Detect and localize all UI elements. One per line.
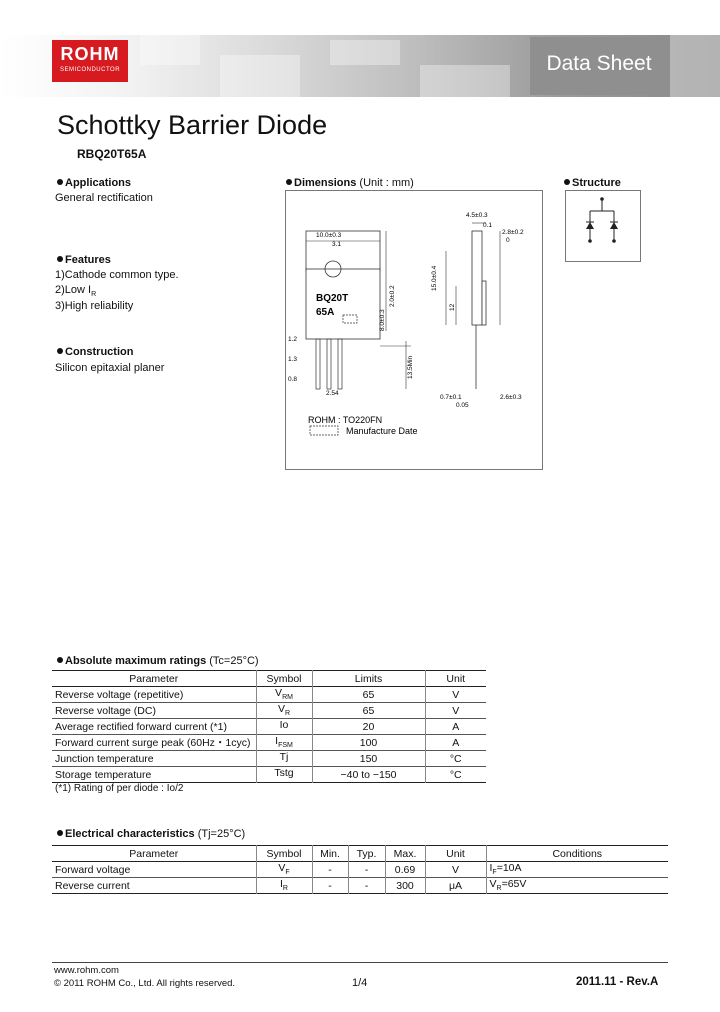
bullet-icon: [57, 256, 63, 262]
bullet-icon: [564, 179, 570, 185]
feature-item: 2)Low IR: [55, 284, 97, 299]
applications-text: General rectification: [55, 192, 153, 204]
feature-item: 1)Cathode common type.: [55, 269, 179, 281]
footer-url: www.rohm.com: [54, 965, 119, 976]
marking-line1: BQ20T: [316, 293, 348, 304]
construction-text: Silicon epitaxial planer: [55, 362, 165, 374]
abs-max-note: (*1) Rating of per diode : Io/2: [55, 783, 184, 794]
marking-line2: 65A: [316, 307, 334, 318]
applications-heading: Applications: [57, 177, 131, 189]
svg-text:2.0±0.2: 2.0±0.2: [389, 285, 396, 307]
svg-text:2.8±0.2: 2.8±0.2: [502, 229, 524, 236]
construction-heading: Construction: [57, 346, 133, 358]
svg-text:2.54: 2.54: [326, 390, 339, 397]
bullet-icon: [57, 657, 63, 663]
bullet-icon: [57, 179, 63, 185]
abs-max-heading: Absolute maximum ratings (Tc=25°C): [57, 655, 259, 667]
footer-divider: [52, 962, 668, 963]
dimensions-heading: Dimensions (Unit : mm): [286, 177, 414, 189]
svg-text:0.7±0.1: 0.7±0.1: [440, 394, 462, 401]
manufacture-date-label: Manufacture Date: [346, 426, 418, 436]
part-number: RBQ20T65A: [77, 147, 147, 161]
svg-text:0.8: 0.8: [288, 376, 297, 383]
svg-text:1.3: 1.3: [288, 356, 297, 363]
rohm-logo: ROHM SEMICONDUCTOR: [52, 40, 128, 82]
diode-schematic: [586, 197, 618, 243]
dimensions-drawing-box: BQ20T 65A 10.0±0.3 3.1 4.5±0.3 0.1 2.8±0…: [285, 190, 543, 470]
package-outline-drawing: BQ20T 65A 10.0±0.3 3.1 4.5±0.3 0.1 2.8±0…: [288, 212, 524, 436]
feature-item: 3)High reliability: [55, 300, 134, 312]
svg-text:12: 12: [449, 303, 456, 311]
elec-heading: Electrical characteristics (Tj=25°C): [57, 828, 245, 840]
page-number: 1/4: [352, 977, 368, 989]
svg-text:2.6±0.3: 2.6±0.3: [500, 394, 522, 401]
features-heading: Features: [57, 254, 111, 266]
logo-main-text: ROHM: [60, 44, 120, 64]
package-label: ROHM : TO220FN: [308, 415, 382, 425]
svg-text:0.05: 0.05: [456, 402, 469, 409]
svg-text:15.0±0.4: 15.0±0.4: [431, 265, 438, 291]
structure-diagram-box: [565, 190, 641, 262]
svg-text:0.1: 0.1: [483, 222, 492, 229]
revision: 2011.11 - Rev.A: [576, 976, 659, 988]
doc-type-label: Data Sheet: [546, 52, 652, 75]
bullet-icon: [57, 348, 63, 354]
structure-heading: Structure: [564, 177, 621, 189]
footer-copyright: © 2011 ROHM Co., Ltd. All rights reserve…: [54, 978, 236, 989]
svg-text:10.0±0.3: 10.0±0.3: [316, 232, 342, 239]
logo-sub-text: SEMICONDUCTOR: [59, 67, 121, 73]
svg-text:3.1: 3.1: [332, 241, 341, 248]
svg-text:0: 0: [506, 237, 510, 244]
bullet-icon: [286, 179, 292, 185]
table-row: Average rectified forward current (*1)Io…: [52, 718, 486, 735]
svg-text:13.5Min: 13.5Min: [407, 355, 414, 379]
svg-text:4.5±0.3: 4.5±0.3: [466, 212, 488, 219]
svg-text:8.0±0.3: 8.0±0.3: [379, 309, 386, 331]
svg-text:1.2: 1.2: [288, 336, 297, 343]
bullet-icon: [57, 830, 63, 836]
doc-type-box: [530, 37, 668, 95]
table-row: Forward current surge peak (60Hz・1cyc)IF…: [52, 734, 486, 751]
page-title: Schottky Barrier Diode: [57, 110, 328, 140]
